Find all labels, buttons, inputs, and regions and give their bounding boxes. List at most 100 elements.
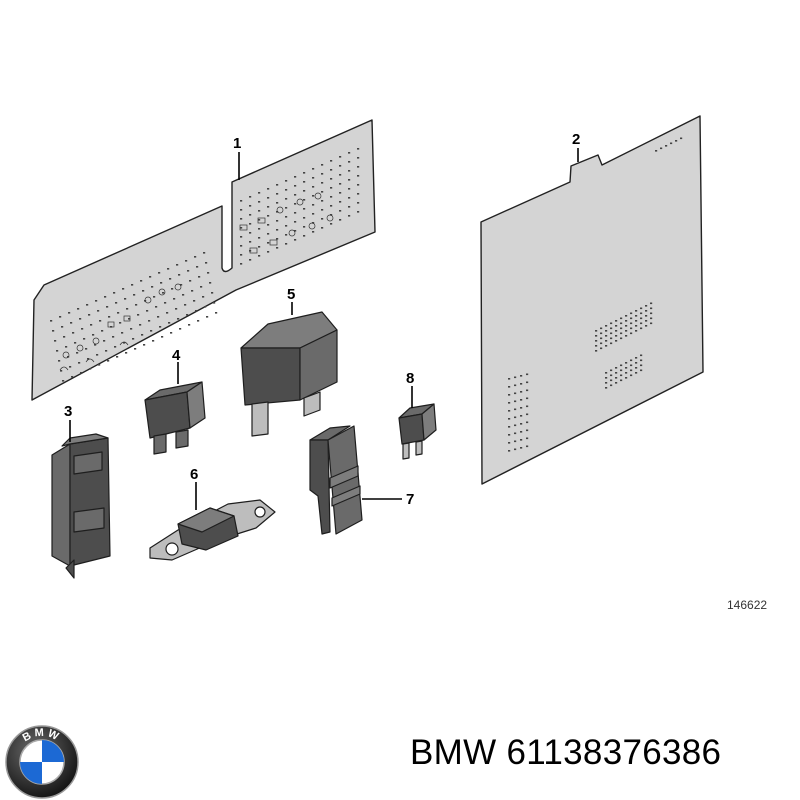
sheet-symbol-mark <box>650 302 653 305</box>
sheet-symbol-mark <box>520 375 523 377</box>
sheet-symbol-mark <box>312 195 315 197</box>
sheet-symbol-mark <box>294 230 297 232</box>
sheet-symbol-mark <box>339 219 342 221</box>
sheet-symbol-mark <box>348 206 351 208</box>
sheet-symbol-mark <box>321 209 324 211</box>
sheet-symbol-mark <box>188 324 191 326</box>
sheet-symbol-mark <box>640 317 643 320</box>
sheet-symbol-mark <box>87 358 90 360</box>
sheet-symbol-mark <box>184 304 187 306</box>
sheet-symbol-mark <box>630 369 633 372</box>
sheet-symbol-mark <box>170 332 173 334</box>
sheet-symbol-mark <box>339 192 342 194</box>
sheet-symbol-mark <box>526 429 529 432</box>
sheet-symbol-mark <box>303 199 306 201</box>
sheet-symbol-mark <box>240 227 243 229</box>
sheet-symbol-mark <box>514 376 517 379</box>
sheet-symbol-mark <box>99 320 102 322</box>
sheet-symbol-mark <box>508 434 511 436</box>
sheet-symbol-mark <box>285 198 288 200</box>
sheet-symbol-mark <box>312 177 315 179</box>
sheet-symbol-mark <box>194 256 197 258</box>
sheet-symbol-mark <box>348 197 351 199</box>
sheet-symbol-mark <box>680 137 683 140</box>
sheet-symbol-mark <box>164 302 167 304</box>
sheet-symbol-mark <box>526 389 529 392</box>
sheet-symbol-mark <box>635 372 638 374</box>
sheet-symbol-mark <box>330 196 333 198</box>
sheet-symbol-mark <box>276 229 279 231</box>
sheet-symbol-mark <box>357 148 360 150</box>
sheet-symbol-mark <box>514 384 517 387</box>
sheet-symbol-mark <box>348 170 351 172</box>
sheet-symbol-mark <box>79 318 82 320</box>
sheet-symbol-mark <box>520 383 523 385</box>
sheet-symbol-mark <box>520 415 523 417</box>
sheet-symbol-mark <box>240 236 243 238</box>
sheet-symbol-mark <box>267 197 270 199</box>
sheet-symbol-mark <box>625 377 628 379</box>
sheet-symbol-mark <box>508 378 511 380</box>
sheet-symbol-mark <box>198 276 201 278</box>
sheet-symbol-mark <box>514 440 517 443</box>
sheet-symbol-mark <box>620 327 623 330</box>
sheet-symbol-mark <box>640 307 643 310</box>
sheet-symbol-mark <box>508 402 511 404</box>
sheet-symbol-mark <box>137 314 140 316</box>
bmw-logo-icon: BMW <box>5 725 79 799</box>
sheet-symbol-mark <box>81 328 84 330</box>
sheet-symbol-mark <box>159 326 162 328</box>
sheet-symbol-mark <box>339 210 342 212</box>
sheet-symbol-mark <box>249 259 252 261</box>
sheet-symbol-mark <box>630 364 633 367</box>
sheet-symbol-mark <box>615 367 618 369</box>
sheet-symbol-mark <box>615 320 618 322</box>
sheet-symbol-mark <box>195 310 198 312</box>
sheet-symbol-mark <box>125 352 128 354</box>
sheet-symbol-mark <box>96 354 99 356</box>
sheet-symbol-mark <box>514 416 517 419</box>
sheet-symbol-mark <box>249 232 252 234</box>
sheet-symbol-mark <box>630 332 633 335</box>
sheet-symbol-mark <box>116 356 119 358</box>
sheet-symbol-mark <box>258 192 261 194</box>
sheet-symbol-mark <box>149 276 152 278</box>
sheet-symbol-mark <box>294 194 297 196</box>
callout-5: 5 <box>287 286 295 303</box>
sheet-symbol-mark <box>303 181 306 183</box>
sheet-symbol-mark <box>640 354 643 357</box>
sheet-symbol-mark <box>180 284 183 286</box>
sheet-symbol-mark <box>276 184 279 186</box>
sheet-symbol-mark <box>630 312 633 315</box>
callout-1: 1 <box>233 135 241 152</box>
sheet-symbol-mark <box>104 296 107 298</box>
sheet-symbol-mark <box>635 367 638 369</box>
sheet-symbol-mark <box>161 336 164 338</box>
sheet-symbol-mark <box>69 366 72 368</box>
sheet-symbol-mark <box>321 191 324 193</box>
sheet-symbol-mark <box>357 202 360 204</box>
part-7-fuse-holder <box>309 425 363 535</box>
sheet-symbol-mark <box>267 188 270 190</box>
sheet-symbol-mark <box>508 410 511 412</box>
sheet-symbol-mark <box>312 222 315 224</box>
sheet-symbol-mark <box>285 180 288 182</box>
sheet-symbol-mark <box>119 322 122 324</box>
sheet-symbol-mark <box>630 322 633 325</box>
sheet-symbol-mark <box>206 316 209 318</box>
sheet-symbol-mark <box>123 342 126 344</box>
sheet-symbol-mark <box>86 304 89 306</box>
sheet-symbol-mark <box>61 326 64 328</box>
sheet-symbol-mark <box>520 391 523 393</box>
sheet-symbol-mark <box>635 310 638 312</box>
sheet-symbol-mark <box>600 342 603 345</box>
sheet-symbol-mark <box>151 286 154 288</box>
sheet-symbol-mark <box>605 377 608 379</box>
sheet-symbol-mark <box>526 373 529 376</box>
sheet-symbol-mark <box>650 312 653 315</box>
sheet-symbol-mark <box>321 218 324 220</box>
sheet-symbol-mark <box>276 202 279 204</box>
sheet-symbol-mark <box>90 324 93 326</box>
sheet-symbol-mark <box>330 214 333 216</box>
sheet-symbol-mark <box>508 450 511 452</box>
